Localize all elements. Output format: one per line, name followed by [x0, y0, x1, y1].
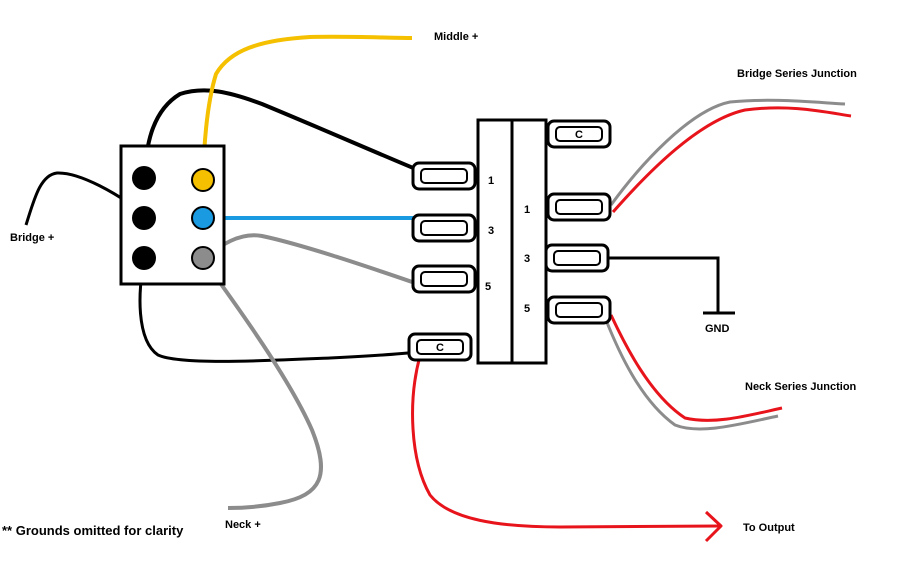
left-lug-1-label: 1 [488, 175, 494, 187]
label-gnd: GND [705, 323, 730, 335]
left-lug-3-label: 3 [488, 225, 494, 237]
wire-middle-yellow [201, 34, 413, 181]
left-lug-3 [411, 213, 477, 243]
right-lug-c [546, 119, 612, 149]
right-lug-3 [544, 243, 610, 273]
wire-output-red [411, 355, 721, 529]
left-lug-5 [411, 264, 477, 294]
label-bridge-series: Bridge Series Junction [737, 68, 857, 80]
left-lug-1 [411, 161, 477, 191]
terminal-blue [191, 206, 215, 230]
output-arrow-icon [704, 510, 723, 543]
footnote: ** Grounds omitted for clarity [2, 523, 184, 538]
terminal-gray [191, 246, 215, 270]
left-lug-5-label: 5 [485, 281, 491, 293]
terminal-black-2 [132, 206, 156, 230]
wire-black-to-lug-c [138, 261, 419, 363]
right-lug-5 [546, 295, 612, 325]
right-lug-1-label: 1 [524, 204, 530, 216]
label-bridge: Bridge + [10, 232, 54, 244]
wire-neck-series-red [609, 314, 783, 422]
label-neck-series: Neck Series Junction [745, 381, 857, 393]
right-lug-1 [546, 192, 612, 222]
left-lug-c-label: C [436, 342, 444, 354]
label-output: To Output [743, 522, 795, 534]
right-lug-3-label: 3 [524, 253, 530, 265]
terminal-yellow [191, 168, 215, 192]
wire-black-to-lug-1 [142, 88, 419, 179]
terminal-black-1 [132, 166, 156, 190]
wire-gray-to-lug-5 [201, 233, 419, 286]
wire-neck-lead [203, 260, 323, 510]
terminal-black-3 [132, 246, 156, 270]
left-lug-c [407, 332, 473, 362]
wire-neck-series-gray [604, 319, 779, 431]
label-middle: Middle + [434, 31, 478, 43]
label-neck: Neck + [225, 519, 261, 531]
wire-ground [608, 256, 720, 312]
right-lug-c-label: C [575, 129, 583, 141]
wire-bridge-series-red [611, 106, 852, 213]
wire-bridge-series-gray [609, 98, 846, 206]
right-lug-5-label: 5 [524, 303, 530, 315]
